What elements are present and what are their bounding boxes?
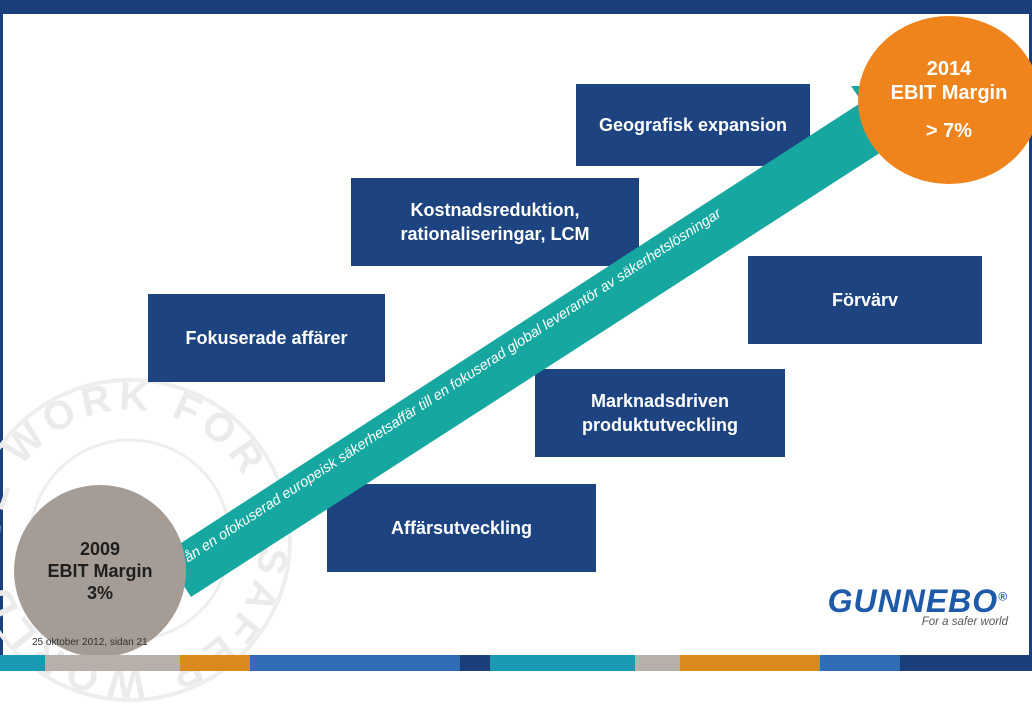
box-kostnadsreduktion: Kostnadsreduktion, rationaliseringar, LC… xyxy=(351,178,639,266)
top-bar xyxy=(0,0,1032,14)
start-year: 2009 xyxy=(79,539,121,559)
logo-name: GUNNEBO® xyxy=(827,583,1008,619)
box-fokuserade-affarer: Fokuserade affärer xyxy=(148,294,385,382)
footer-date-page: 25 oktober 2012, sidan 21 xyxy=(32,637,148,648)
logo-tagline: For a safer world xyxy=(921,616,1008,628)
goal-circle: 2014 EBIT Margin > 7% xyxy=(858,16,1032,184)
box-affarsutveckling: Affärsutveckling xyxy=(327,484,596,572)
bottom-stripe xyxy=(900,655,1032,671)
bottom-stripe xyxy=(490,655,635,671)
box-geografisk-expansion: Geografisk expansion xyxy=(576,84,810,166)
goal-metric: EBIT Margin xyxy=(890,82,1008,104)
box-forvarv: Förvärv xyxy=(748,256,982,344)
goal-value: > 7% xyxy=(925,120,973,142)
bottom-stripe xyxy=(460,655,490,671)
gunnebo-logo: GUNNEBO® For a safer world xyxy=(818,583,1008,628)
bottom-stripe xyxy=(45,655,180,671)
bottom-stripe xyxy=(820,655,900,671)
left-border xyxy=(0,14,3,655)
bottom-stripe xyxy=(180,655,250,671)
bottom-stripe-bar xyxy=(0,655,1032,671)
right-border xyxy=(1029,14,1032,655)
growth-arrow-icon xyxy=(164,86,938,597)
start-circle: 2009 EBIT Margin 3% xyxy=(14,485,186,657)
box-marknadsdriven: Marknadsdriven produktutveckling xyxy=(535,369,785,457)
start-metric: EBIT Margin xyxy=(47,561,153,581)
bottom-stripe xyxy=(0,655,45,671)
bottom-stripe xyxy=(635,655,680,671)
bottom-stripe xyxy=(680,655,820,671)
goal-year: 2014 xyxy=(926,58,972,80)
start-value: 3% xyxy=(86,583,113,603)
bottom-stripe xyxy=(250,655,460,671)
